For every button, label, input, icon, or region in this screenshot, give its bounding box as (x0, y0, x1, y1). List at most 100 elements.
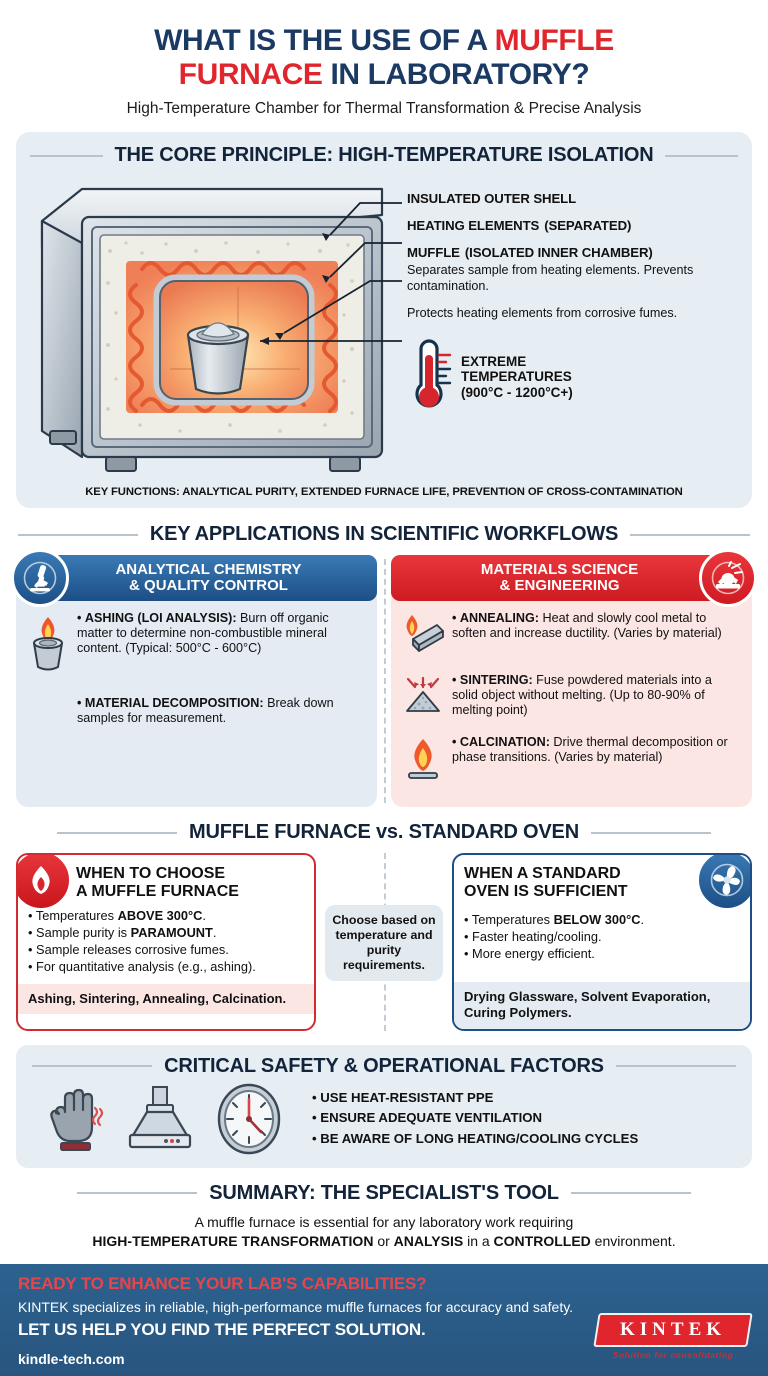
callout-insulated-outer-shell: INSULATED OUTER SHELL (407, 191, 738, 206)
callout-2-head: MUFFLE (407, 245, 460, 261)
footer-cta-banner: READY TO ENHANCE YOUR LAB'S CAPABILITIES… (0, 1264, 768, 1376)
footer-cta-text: LET US HELP YOU FIND THE PERFECT SOLUTIO… (18, 1320, 426, 1339)
muffle-card-bullets: • Temperatures ABOVE 300°C. • Sample pur… (18, 905, 314, 984)
bullet-1-bold: PARAMOUNT (130, 925, 213, 941)
summary-section: SUMMARY: THE SPECIALIST'S TOOL A muffle … (16, 1182, 752, 1251)
sintering-description: Fuse powdered materials into a solid obj… (452, 673, 712, 718)
furnace-callout-list: INSULATED OUTER SHELL HEATING ELEMENTS (… (405, 173, 738, 478)
heading-rule-left (57, 831, 178, 834)
bullet-0-post: . (202, 908, 206, 923)
heading-rule-right (665, 154, 738, 157)
bullet-1-post: . (212, 925, 217, 941)
summary-em-transformation: HIGH-TEMPERATURE TRANSFORMATION (92, 1232, 374, 1249)
summary-tail: environment. (590, 1232, 676, 1249)
application-card-analytical-chemistry: ANALYTICAL CHEMISTRY & QUALITY CONTROL (11, 549, 377, 808)
list-item: • ENSURE ADEQUATE VENTILATION (312, 1110, 543, 1126)
materials-title-line1: MATERIALS SCIENCE (480, 560, 639, 578)
applications-section: KEY APPLICATIONS IN SCIENTIFIC WORKFLOWS… (11, 523, 757, 808)
list-item: • More energy efficient. (464, 946, 595, 962)
bullet-2-pre: Sample releases corrosive fumes. (36, 942, 229, 958)
kintek-logo-bar: KINTEK (593, 1313, 753, 1347)
oven-card-title-line2: OVEN IS SUFFICIENT (464, 883, 628, 901)
analytical-title-line2: & QUALITY CONTROL (129, 577, 288, 595)
list-item: • Temperatures ABOVE 300°C. (28, 908, 206, 923)
comparison-card-standard-oven: WHEN A STANDARD OVEN IS SUFFICIENT • Tem… (452, 853, 752, 1031)
summary-heading-text: SUMMARY: THE SPECIALIST'S TOOL (209, 1181, 559, 1204)
heading-rule-left (32, 1065, 153, 1068)
flame-glyph (32, 866, 50, 895)
sintering-label: SINTERING: (459, 673, 533, 688)
heading-rule-right (630, 533, 751, 536)
applications-heading: KEY APPLICATIONS IN SCIENTIFIC WORKFLOWS (16, 523, 752, 546)
comparison-guidance-note: Choose based on temperature and purity r… (325, 905, 443, 981)
list-item: • USE HEAT-RESISTANT PPE (312, 1089, 494, 1105)
list-item: • Sample releases corrosive fumes. (28, 942, 229, 958)
furnace-illustration-svg (40, 188, 402, 473)
list-item: • ANNEALING: Heat and slowly cool metal … (401, 611, 740, 662)
ashing-description: Burn off organic matter to determine non… (77, 611, 329, 656)
page-title: WHAT IS THE USE OF A MUFFLE FURNACE IN L… (22, 24, 746, 91)
muffle-card-title-line1: WHEN TO CHOOSE (76, 865, 226, 883)
metal-forming-glyph (711, 561, 745, 595)
materials-title-line2: & ENGINEERING (499, 577, 620, 595)
r-bullet-1-pre: Faster heating/cooling. (472, 929, 602, 945)
summary-line-2: HIGH-TEMPERATURE TRANSFORMATION or ANALY… (16, 1232, 752, 1251)
safety-heading-text: CRITICAL SAFETY & OPERATIONAL FACTORS (164, 1054, 604, 1077)
applications-divider (384, 559, 386, 804)
metal-bar-flame-glyph (406, 615, 444, 653)
core-principle-heading-text: THE CORE PRINCIPLE: HIGH-TEMPERATURE ISO… (114, 144, 654, 167)
oven-card-footer: Drying Glassware, Solvent Evaporation, C… (454, 982, 750, 1029)
list-item: • Sample purity is PARAMOUNT. (28, 925, 217, 941)
list-item: • SINTERING: Fuse powdered materials int… (401, 673, 740, 724)
list-item: • MATERIAL DECOMPOSITION: Break down sam… (26, 696, 365, 726)
calcination-label: CALCINATION: (459, 735, 550, 750)
heading-rule-right (590, 831, 711, 834)
clock-icon (217, 1083, 281, 1154)
oven-card-title-line1: WHEN A STANDARD (464, 865, 621, 883)
annealing-description: Heat and slowly cool metal to soften and… (452, 611, 722, 641)
list-item: • For quantitative analysis (e.g., ashin… (28, 959, 256, 975)
safety-bullet-list: • USE HEAT-RESISTANT PPE • ENSURE ADEQUA… (298, 1088, 638, 1149)
summary-line-1: A muffle furnace is essential for any la… (194, 1213, 574, 1230)
bullet-marker: • (452, 611, 457, 626)
bullet-marker: • (77, 696, 82, 711)
safety-bullet-0: USE HEAT-RESISTANT PPE (320, 1089, 494, 1105)
comparison-section: MUFFLE FURNACE vs. STANDARD OVEN WHEN TO… (16, 821, 752, 1031)
heading-rule-left (77, 1192, 198, 1195)
page-header: WHAT IS THE USE OF A MUFFLE FURNACE IN L… (0, 0, 768, 118)
summary-conj-in: in a (463, 1232, 494, 1249)
calcination-description: Drive thermal decomposition or phase tra… (452, 735, 728, 765)
footer-website-link[interactable]: kindle-tech.com (18, 1351, 125, 1367)
comparison-heading: MUFFLE FURNACE vs. STANDARD OVEN (16, 821, 752, 844)
footer-subtext: KINTEK specializes in reliable, high-per… (18, 1299, 574, 1315)
callout-1-head: HEATING ELEMENTS (407, 218, 540, 234)
core-principle-heading: THE CORE PRINCIPLE: HIGH-TEMPERATURE ISO… (30, 144, 738, 167)
fume-hood-icon (128, 1085, 192, 1148)
r-bullet-0-bold: BELOW 300°C (553, 912, 641, 927)
list-item: • Temperatures BELOW 300°C. (464, 912, 645, 927)
oven-card-bullets: • Temperatures BELOW 300°C. • Faster hea… (454, 905, 750, 970)
comparison-card-muffle-furnace: WHEN TO CHOOSE A MUFFLE FURNACE • Temper… (16, 853, 316, 1031)
list-item: • BE AWARE OF LONG HEATING/COOLING CYCLE… (312, 1130, 639, 1146)
applications-heading-text: KEY APPLICATIONS IN SCIENTIFIC WORKFLOWS (149, 523, 619, 546)
metal-bar-flame-icon (401, 611, 445, 662)
bullet-1-pre: Sample purity is (36, 925, 131, 941)
fan-icon (696, 855, 750, 912)
summary-heading: SUMMARY: THE SPECIALIST'S TOOL (16, 1182, 752, 1205)
bullet-0-bold: ABOVE 300°C (117, 908, 203, 923)
thermo-line-1: EXTREME (461, 353, 527, 369)
flame-icon (18, 855, 72, 912)
flame-plate-icon (401, 735, 445, 786)
metal-forming-icon (699, 549, 757, 608)
thermometer-icon (415, 339, 452, 408)
summary-conj-or: or (373, 1232, 394, 1249)
heading-rule-left (17, 533, 138, 536)
decomposition-label: MATERIAL DECOMPOSITION: (84, 696, 264, 711)
analytical-title-line1: ANALYTICAL CHEMISTRY (115, 560, 302, 578)
heading-rule-right (615, 1065, 736, 1068)
spacer-icon (26, 696, 70, 698)
kintek-logo: KINTEK Solution for consolidating (593, 1313, 753, 1360)
powder-compression-glyph (406, 677, 440, 713)
r-bullet-2-pre: More energy efficient. (472, 946, 595, 962)
